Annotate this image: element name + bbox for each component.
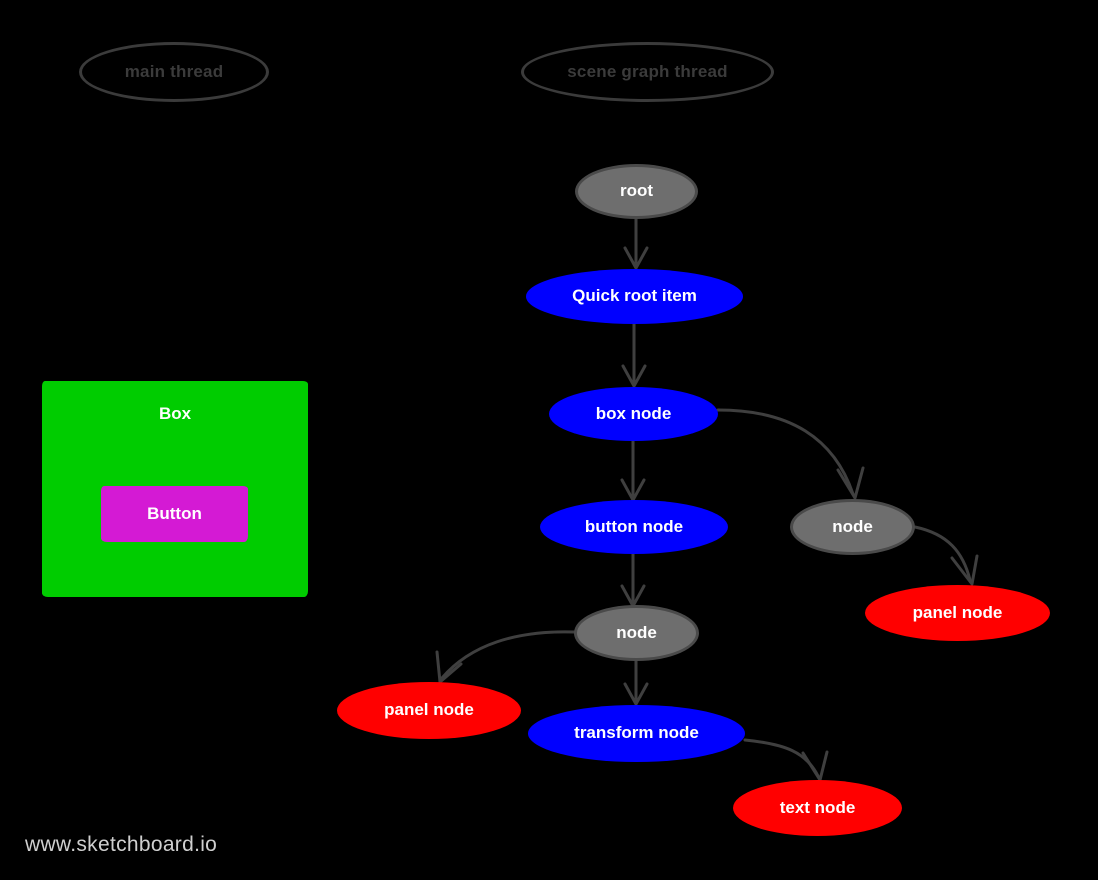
- node-center[interactable]: node: [574, 605, 699, 661]
- node-transform-node[interactable]: transform node: [528, 705, 745, 762]
- lane-scene-graph-thread-label: scene graph thread: [567, 61, 728, 81]
- node-center-label: node: [616, 622, 657, 642]
- node-box-node[interactable]: box node: [549, 387, 718, 441]
- node-quick-root-item-label: Quick root item: [572, 286, 697, 306]
- lane-main-thread-label: main thread: [124, 61, 224, 81]
- button-widget-label: Button: [147, 503, 202, 523]
- node-button-node-label: button node: [584, 516, 684, 536]
- node-quick-root-item[interactable]: Quick root item: [526, 269, 743, 324]
- edge-box-node-to-button-node: [620, 439, 646, 502]
- node-right[interactable]: node: [790, 499, 915, 555]
- node-box-node-label: box node: [595, 403, 672, 423]
- node-text-node[interactable]: text node: [733, 780, 902, 836]
- edge-box-node-to-node-right: [716, 408, 865, 500]
- node-root-label: root: [619, 181, 654, 201]
- node-panel-node-left[interactable]: panel node: [337, 682, 521, 739]
- edge-node-center-to-panel-node-left: [435, 630, 577, 684]
- lane-scene-graph-thread[interactable]: scene graph thread: [521, 42, 774, 102]
- edge-transform-node-to-text-node: [743, 738, 829, 782]
- node-transform-node-label: transform node: [574, 723, 699, 743]
- lane-main-thread[interactable]: main thread: [79, 42, 269, 102]
- edge-root-to-quick-root-item: [623, 217, 649, 270]
- node-text-node-label: text node: [779, 797, 856, 817]
- node-right-label: node: [832, 516, 873, 536]
- edge-node-right-to-panel-node-right: [913, 525, 979, 586]
- button-widget[interactable]: Button: [101, 486, 248, 542]
- node-panel-node-left-label: panel node: [384, 700, 474, 720]
- node-panel-node-right-label: panel node: [912, 602, 1003, 622]
- edge-button-node-to-node-center: [620, 552, 646, 608]
- node-root[interactable]: root: [575, 164, 698, 219]
- watermark: www.sketchboard.io: [25, 833, 218, 856]
- node-button-node[interactable]: button node: [540, 500, 728, 554]
- edge-quick-root-item-to-box-node: [621, 322, 647, 388]
- edge-node-center-to-transform-node: [623, 659, 649, 706]
- box-container-label: Box: [158, 404, 192, 423]
- node-panel-node-right[interactable]: panel node: [865, 585, 1050, 641]
